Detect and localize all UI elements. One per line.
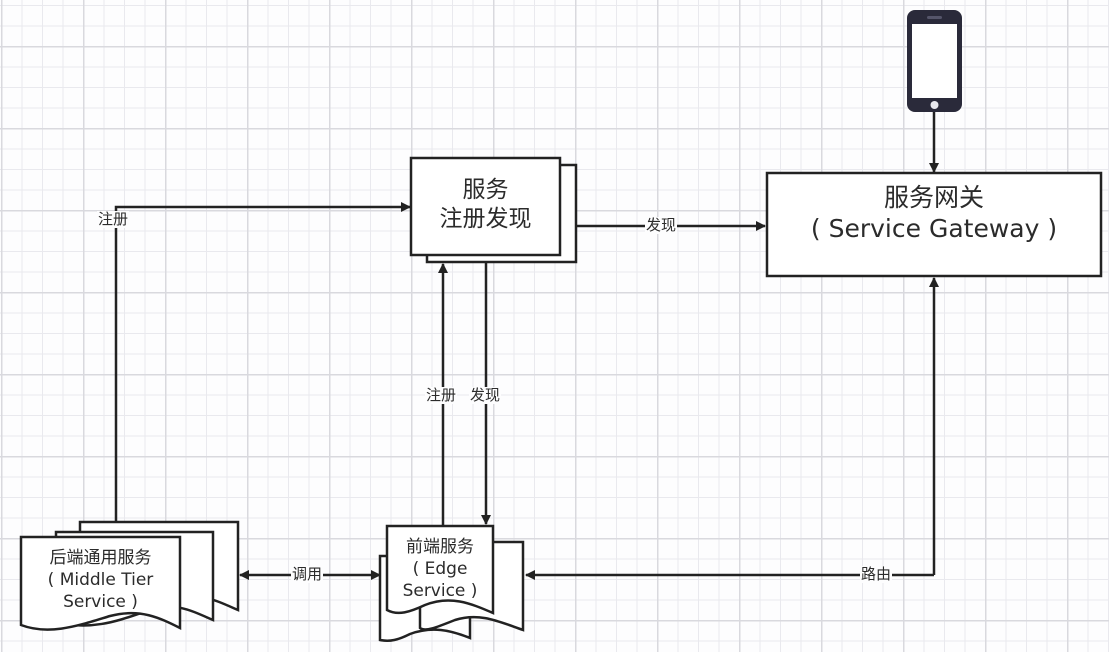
middle-tier-label: 后端通用服务 ( Middle Tier Service ) bbox=[21, 547, 180, 613]
route-label: 路由 bbox=[860, 565, 893, 583]
registry-label: 服务 注册发现 bbox=[411, 176, 560, 234]
middle-register-label: 注册 bbox=[97, 210, 130, 228]
middle-tier-node[interactable] bbox=[19, 520, 240, 631]
gateway-node[interactable] bbox=[765, 171, 1103, 278]
middle-tier-label-line3: Service ) bbox=[63, 592, 138, 613]
invoke-label: 调用 bbox=[291, 565, 324, 583]
gateway-label-line2: ( Service Gateway ) bbox=[810, 214, 1058, 244]
edge-register-label: 注册 bbox=[425, 386, 458, 404]
gateway-label-line1: 服务网关 bbox=[883, 183, 984, 212]
edge-label-line2: ( Edge bbox=[412, 559, 468, 580]
registry-node[interactable] bbox=[409, 156, 578, 264]
edge-label: 前端服务 ( Edge Service ) bbox=[387, 536, 493, 602]
edge-discover-label: 发现 bbox=[469, 386, 502, 404]
edge-label-line3: Service ) bbox=[402, 581, 478, 602]
edge-node[interactable] bbox=[378, 524, 525, 642]
registry-label-line1: 服务 bbox=[462, 177, 509, 203]
edge-label-line1: 前端服务 bbox=[406, 537, 474, 557]
registry-label-line2: 注册发现 bbox=[439, 205, 532, 232]
mobile-phone-icon[interactable] bbox=[907, 10, 962, 112]
middle-tier-label-line2: ( Middle Tier bbox=[47, 570, 154, 591]
middle-tier-label-line1: 后端通用服务 bbox=[49, 548, 152, 568]
registry-discover-label: 发现 bbox=[645, 216, 678, 234]
gateway-label: 服务网关 ( Service Gateway ) bbox=[767, 182, 1101, 245]
middle-register-arrow bbox=[114, 202, 411, 522]
